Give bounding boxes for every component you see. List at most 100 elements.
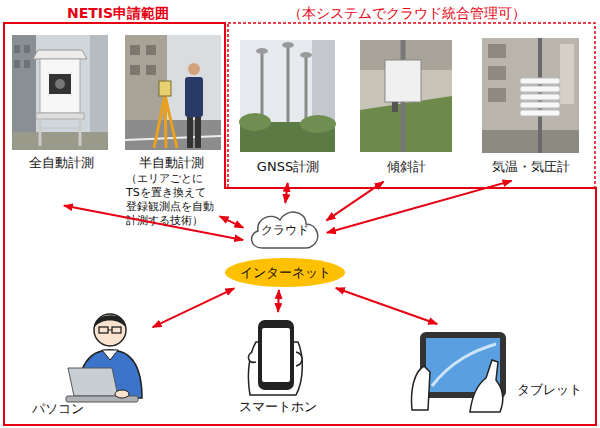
weather-gauge-photo — [488, 44, 506, 58]
semi-auto-photo — [165, 95, 177, 148]
smartphone-illustration — [262, 328, 290, 382]
node-label: 全自動計測 — [10, 155, 112, 171]
connector-arrow — [153, 288, 235, 327]
pc-user-illustration — [99, 327, 108, 333]
node-label: GNSS計測 — [238, 159, 338, 175]
auto-station-photo — [24, 45, 30, 53]
inclinometer-photo — [385, 60, 421, 102]
auto-station-photo — [33, 50, 87, 59]
smartphone-illustration — [248, 320, 302, 395]
weather-gauge-photo — [482, 38, 579, 153]
tablet-illustration — [412, 366, 431, 410]
gnss-photo — [282, 42, 294, 48]
semi-auto-photo — [187, 117, 193, 148]
gnss-photo — [256, 48, 268, 54]
auto-station-photo — [49, 74, 71, 94]
node-label: 気温・気圧計 — [476, 159, 586, 175]
pc-user-illustration — [115, 390, 129, 398]
region-border — [4, 23, 596, 425]
connector-arrow — [220, 216, 244, 227]
pc-user-illustration — [102, 350, 118, 360]
dotted-border — [228, 23, 595, 188]
ellipse-shape — [225, 258, 345, 287]
semi-auto-photo — [165, 95, 166, 148]
connector-arrow — [285, 183, 287, 203]
weather-gauge-photo — [488, 66, 506, 80]
photo-node: 気温・気圧計 — [476, 36, 586, 180]
weather-gauge-photo — [520, 94, 560, 100]
semi-auto-photo — [130, 45, 140, 55]
auto-station-photo — [12, 132, 108, 150]
node-label: （本システムでクラウド統合管理可） — [288, 5, 588, 22]
auto-station-photo — [36, 127, 84, 129]
device-node: タブレット — [405, 325, 580, 420]
inclinometer-photo — [360, 40, 452, 152]
semi-auto-photo — [146, 65, 156, 75]
node-label: NETIS申請範囲 — [67, 5, 217, 22]
semi-auto-photo — [188, 63, 200, 75]
weather-gauge-photo — [560, 44, 574, 104]
device-node: スマートホン — [238, 315, 318, 420]
inclinometer-photo — [392, 102, 398, 112]
semi-auto-photo — [185, 77, 203, 117]
smartphone-illustration — [258, 320, 294, 390]
smartphone-illustration — [296, 352, 302, 366]
weather-gauge-photo — [520, 110, 560, 116]
auto-station-photo — [12, 35, 108, 150]
semi-auto-photo — [130, 65, 140, 75]
auto-station-photo — [79, 119, 82, 146]
internet-node: インターネット — [225, 258, 345, 287]
node-note: （エリアごとに TSを置き換えて 登録観測点を自動 計測する技術） — [126, 172, 224, 228]
auto-station-photo — [39, 119, 42, 146]
auto-station-photo — [24, 60, 30, 68]
semi-auto-photo — [146, 45, 156, 55]
photo-node: 半自動計測（エリアごとに TSを置き換えて 登録観測点を自動 計測する技術） — [120, 33, 222, 215]
cloud-managed-region: （本システムでクラウド統合管理可） GNSS計測 傾斜計 気温・気圧計 — [226, 4, 597, 190]
pc-user-illustration — [108, 330, 112, 331]
cloud-node: クラウド — [246, 206, 324, 252]
smartphone-illustration — [249, 352, 256, 362]
weather-gauge-photo — [488, 88, 506, 102]
semi-auto-photo — [125, 35, 221, 150]
node-label: パソコン — [32, 401, 132, 417]
auto-station-photo — [55, 79, 65, 89]
photo-node: 傾斜計 — [356, 36, 456, 180]
connector-arrow — [277, 290, 280, 312]
gnss-photo — [239, 40, 336, 152]
auto-station-photo — [36, 113, 84, 119]
photo-node: GNSS計測 — [238, 36, 338, 180]
auto-station-photo — [14, 45, 20, 53]
weather-gauge-photo — [520, 78, 560, 84]
node-label: 傾斜計 — [356, 159, 456, 175]
weather-gauge-photo — [520, 86, 560, 92]
auto-station-photo — [40, 59, 80, 113]
pc-user-illustration — [94, 315, 126, 328]
node-label: タブレット — [517, 382, 587, 398]
node-label: インターネット — [225, 265, 345, 281]
tablet-illustration — [470, 360, 503, 412]
inclinometer-photo — [360, 96, 452, 152]
pc-user-illustration — [112, 327, 121, 333]
device-node: パソコン — [20, 298, 150, 420]
gnss-photo — [300, 52, 312, 58]
pc-user-illustration — [94, 314, 126, 346]
auto-station-photo — [14, 60, 20, 68]
connector-arrow — [336, 288, 437, 324]
auto-station-photo — [12, 35, 108, 150]
weather-gauge-photo — [520, 102, 560, 108]
photo-node: 全自動計測 — [10, 33, 112, 205]
weather-gauge-photo — [482, 130, 579, 153]
pc-user-illustration — [66, 314, 142, 402]
node-label: スマートホン — [228, 399, 328, 415]
gnss-photo — [239, 113, 271, 131]
node-label: 半自動計測 — [120, 155, 222, 171]
tablet-illustration — [412, 332, 507, 412]
gnss-photo — [300, 115, 336, 133]
weather-gauge-photo — [482, 38, 579, 153]
netis-region: NETIS申請範囲全自動計測半自動計測（エリアごとに TSを置き換えて 登録観測… — [3, 4, 597, 426]
inclinometer-photo — [360, 40, 452, 152]
gnss-photo — [240, 40, 335, 152]
semi-auto-photo — [125, 35, 221, 150]
semi-auto-photo — [154, 95, 165, 148]
